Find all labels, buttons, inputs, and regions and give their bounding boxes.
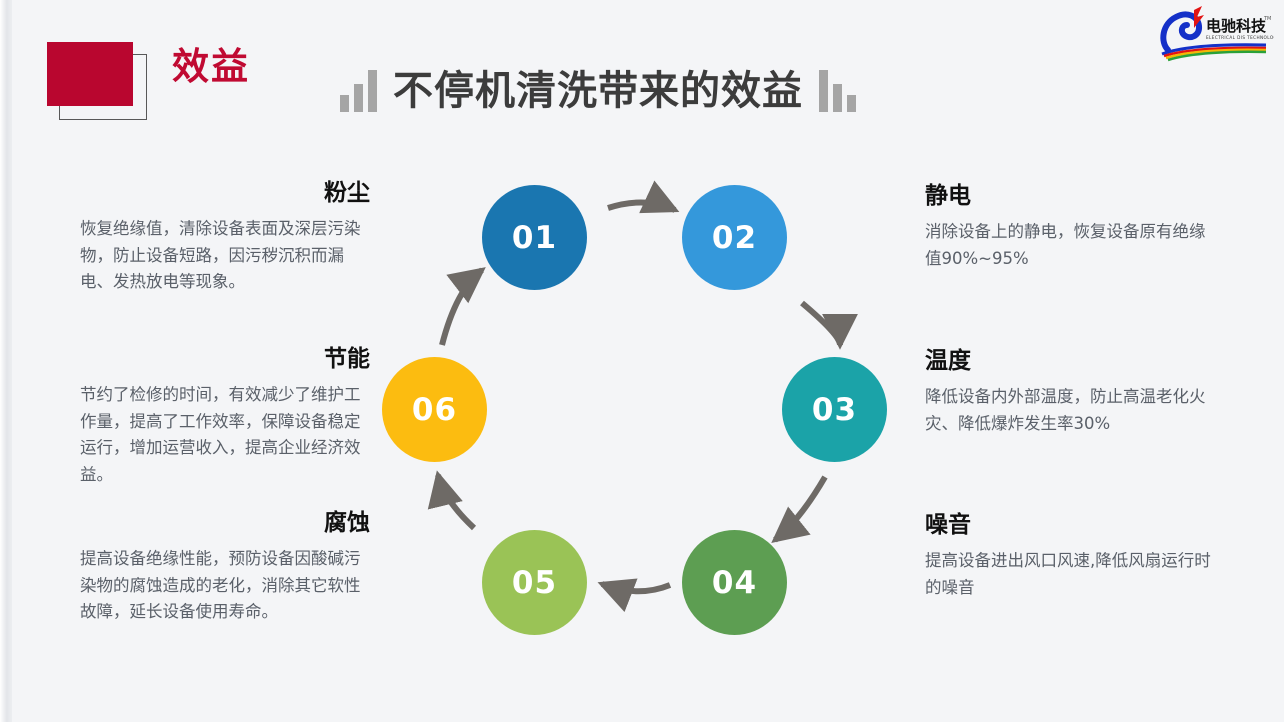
- benefit-block-static: 静电 消除设备上的静电，恢复设备原有绝缘值90%~95%: [925, 185, 1215, 272]
- svg-text:TM: TM: [1263, 16, 1271, 22]
- cycle-node-06[interactable]: 06: [382, 357, 487, 462]
- benefit-heading-corrosion: 腐蚀: [324, 510, 370, 536]
- title-row: 不停机清洗带来的效益: [340, 70, 856, 112]
- cycle-node-01[interactable]: 01: [482, 185, 587, 290]
- benefit-block-temperature: 温度 降低设备内外部温度，防止高温老化火灾、降低爆炸发生率30%: [925, 350, 1215, 437]
- arrow-02-to-03: [800, 300, 858, 350]
- benefit-block-noise: 噪音 提高设备进出风口风速,降低风扇运行时的噪音: [925, 514, 1215, 601]
- benefit-heading-noise: 噪音: [925, 512, 971, 538]
- svg-text:ELECTRICAL DIS TECHNOLOGY: ELECTRICAL DIS TECHNOLOGY: [1206, 35, 1274, 40]
- arrow-01-to-02: [607, 180, 680, 214]
- benefit-heading-energy: 节能: [324, 346, 370, 372]
- benefit-heading-dust: 粉尘: [324, 180, 370, 206]
- descending-bars-icon: [819, 70, 856, 112]
- cycle-node-05[interactable]: 05: [482, 530, 587, 635]
- page-title: 不停机清洗带来的效益: [393, 68, 803, 114]
- benefit-body-dust: 恢复绝缘值，清除设备表面及深层污染物，防止设备短路，因污秽沉积而漏电、发热放电等…: [80, 219, 361, 292]
- cycle-diagram: 01 02 03 04 05 06: [370, 160, 910, 660]
- benefit-block-energy: 节能 节约了检修的时间，有效减少了维护工作量，提高了工作效率，保障设备稳定运行，…: [80, 348, 370, 489]
- arrow-04-to-05: [597, 578, 672, 613]
- cycle-node-04[interactable]: 04: [682, 530, 787, 635]
- benefit-body-corrosion: 提高设备绝缘性能，预防设备因酸碱污染物的腐蚀造成的老化，消除其它软性故障，延长设…: [80, 549, 361, 622]
- cycle-node-02[interactable]: 02: [682, 185, 787, 290]
- section-badge-label: 效益: [172, 45, 250, 88]
- benefit-body-temperature: 降低设备内外部温度，防止高温老化火灾、降低爆炸发生率30%: [925, 387, 1206, 433]
- arrow-03-to-04: [771, 475, 828, 543]
- section-badge: [47, 42, 157, 122]
- benefit-block-dust: 粉尘 恢复绝缘值，清除设备表面及深层污染物，防止设备短路，因污秽沉积而漏电、发热…: [80, 182, 370, 296]
- arrow-05-to-06: [427, 470, 477, 531]
- benefit-body-static: 消除设备上的静电，恢复设备原有绝缘值90%~95%: [925, 222, 1206, 268]
- left-edge-strip: [0, 0, 12, 722]
- benefit-body-energy: 节约了检修的时间，有效减少了维护工作量，提高了工作效率，保障设备稳定运行，增加运…: [80, 385, 361, 485]
- logo-graphic: 电驰科技 ELECTRICAL DIS TECHNOLOGY TM: [1160, 6, 1280, 62]
- ascending-bars-icon: [340, 70, 377, 112]
- benefit-block-corrosion: 腐蚀 提高设备绝缘性能，预防设备因酸碱污染物的腐蚀造成的老化，消除其它软性故障，…: [80, 512, 370, 626]
- company-logo: 电驰科技 ELECTRICAL DIS TECHNOLOGY TM: [1154, 4, 1280, 62]
- cycle-node-03[interactable]: 03: [782, 357, 887, 462]
- benefit-heading-temperature: 温度: [925, 348, 971, 374]
- svg-text:电驰科技: 电驰科技: [1206, 17, 1267, 35]
- benefit-heading-static: 静电: [925, 183, 971, 209]
- benefit-body-noise: 提高设备进出风口风速,降低风扇运行时的噪音: [925, 551, 1211, 597]
- arrow-06-to-01: [439, 267, 486, 346]
- cycle-arrows: [427, 180, 858, 613]
- badge-filled-square: [47, 42, 133, 106]
